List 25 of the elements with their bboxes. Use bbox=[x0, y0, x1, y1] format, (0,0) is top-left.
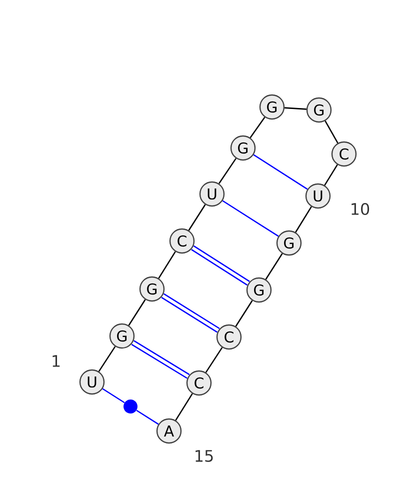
base-pair-line bbox=[161, 293, 220, 333]
base-pair-line bbox=[222, 200, 279, 237]
backbone-line bbox=[158, 251, 176, 279]
backbone-line bbox=[98, 346, 116, 372]
backbone-line bbox=[265, 253, 283, 280]
backbone-line bbox=[235, 300, 253, 327]
backbone-line bbox=[205, 347, 223, 373]
backbone-line bbox=[295, 206, 312, 233]
backbone-line bbox=[324, 164, 338, 186]
base-pair-line bbox=[136, 410, 159, 425]
base-pair-line bbox=[131, 340, 190, 379]
backbone-line bbox=[324, 120, 338, 144]
position-number: 15 bbox=[196, 450, 213, 462]
position-number: 10 bbox=[352, 202, 370, 216]
dot-marker bbox=[124, 400, 138, 414]
backbone-line bbox=[188, 204, 206, 231]
base-pair-line bbox=[102, 388, 125, 404]
backbone-line bbox=[250, 116, 266, 138]
position-number: 1 bbox=[52, 355, 60, 367]
base-pair-line bbox=[253, 154, 308, 190]
backbone-line bbox=[175, 393, 193, 421]
backbone-line bbox=[218, 158, 236, 184]
backbone-line bbox=[284, 107, 306, 110]
base-pair-line bbox=[191, 245, 250, 286]
backbone-line bbox=[128, 299, 146, 326]
